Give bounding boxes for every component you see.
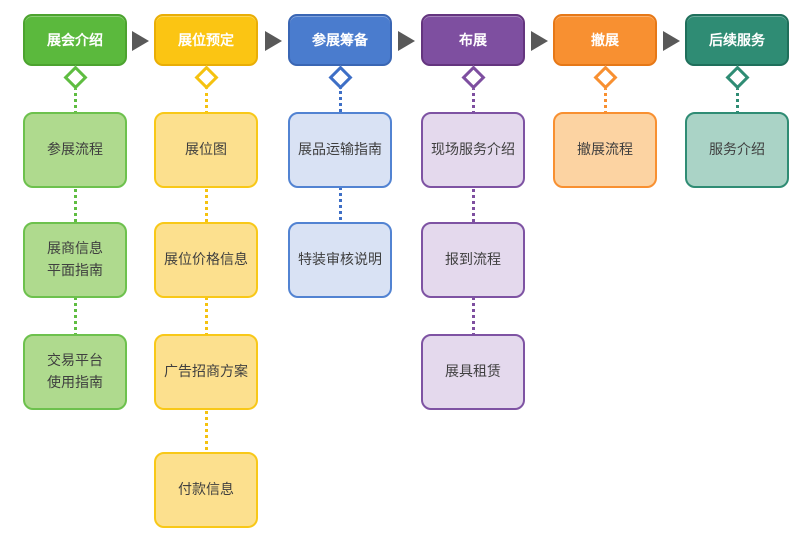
stage-column-booth-booking: 展位预定 展位图 展位价格信息 广告招商方案 付款信息 [154,14,258,544]
stage-header-setup: 布展 [421,14,525,66]
dotted-connector-line [471,86,475,344]
node-payment-info: 付款信息 [154,452,258,528]
stage-header-exhibition-intro: 展会介绍 [23,14,127,66]
flow-arrow-icon [531,31,548,51]
node-exhibitor-info-floorplan-guide: 展商信息 平面指南 [23,222,127,298]
diamond-connector-icon [63,65,88,90]
flow-arrow-icon [663,31,680,51]
node-service-intro: 服务介绍 [685,112,789,188]
stage-header-booth-booking: 展位预定 [154,14,258,66]
flow-arrow-icon [265,31,282,51]
node-trading-platform-guide: 交易平台 使用指南 [23,334,127,410]
diamond-connector-icon [725,65,750,90]
stage-column-setup: 布展 现场服务介绍 报到流程 展具租赁 [421,14,525,544]
diamond-connector-icon [461,65,486,90]
stage-header-teardown: 撤展 [553,14,657,66]
node-special-decoration-review: 特装审核说明 [288,222,392,298]
stage-header-exhibition-preparation: 参展筹备 [288,14,392,66]
dotted-connector-line [73,86,77,344]
node-checkin-process: 报到流程 [421,222,525,298]
diamond-connector-icon [194,65,219,90]
node-exhibit-transport-guide: 展品运输指南 [288,112,392,188]
node-exhibition-process: 参展流程 [23,112,127,188]
dotted-connector-line [735,86,739,122]
stage-column-teardown: 撤展 撤展流程 [553,14,657,544]
stage-column-exhibition-preparation: 参展筹备 展品运输指南 特装审核说明 [288,14,392,544]
stage-column-followup-service: 后续服务 服务介绍 [685,14,789,544]
stage-column-exhibition-intro: 展会介绍 参展流程 展商信息 平面指南 交易平台 使用指南 [23,14,127,544]
node-ad-investment-plan: 广告招商方案 [154,334,258,410]
diamond-connector-icon [593,65,618,90]
dotted-connector-line [603,86,607,122]
node-booth-map: 展位图 [154,112,258,188]
diamond-connector-icon [328,65,353,90]
node-booth-price-info: 展位价格信息 [154,222,258,298]
node-teardown-process: 撤展流程 [553,112,657,188]
node-equipment-rental: 展具租赁 [421,334,525,410]
node-onsite-service-intro: 现场服务介绍 [421,112,525,188]
stage-header-followup-service: 后续服务 [685,14,789,66]
flow-arrow-icon [132,31,149,51]
flow-arrow-icon [398,31,415,51]
